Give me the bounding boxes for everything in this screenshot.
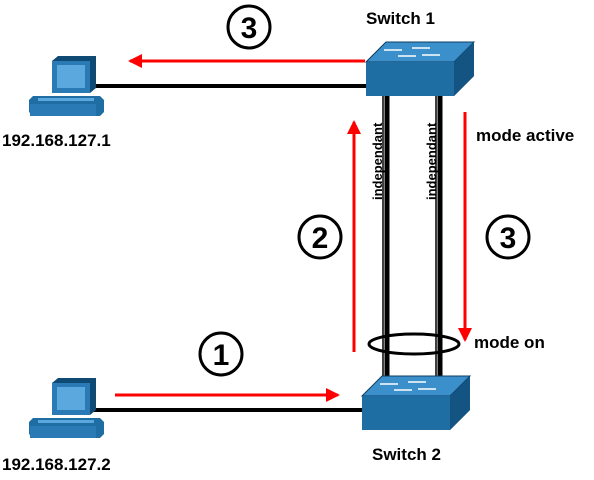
link-a-label: independant [370, 122, 385, 200]
host-2-ip-label: 192.168.127.2 [2, 455, 111, 474]
switch-2-mode-label: mode on [474, 333, 545, 352]
step-3-top-badge: 3 [226, 4, 272, 50]
svg-text:3: 3 [241, 12, 258, 45]
step-2-badge: 2 [297, 214, 343, 260]
host-1-computer-icon [29, 56, 104, 116]
switch-1-mode-label: mode active [476, 126, 574, 145]
switch-1-label: Switch 1 [366, 9, 435, 28]
svg-text:1: 1 [213, 339, 230, 372]
host-1-ip-label: 192.168.127.1 [2, 131, 111, 150]
svg-text:3: 3 [500, 222, 517, 255]
port-channel-ellipse [367, 332, 461, 356]
switch-1-icon [364, 41, 476, 96]
svg-text:2: 2 [312, 222, 329, 255]
step-1-badge: 1 [198, 331, 244, 377]
switch-2-icon [360, 375, 472, 430]
link-b-label: independant [424, 122, 439, 200]
switch-2-label: Switch 2 [372, 445, 441, 464]
host-2-computer-icon [29, 378, 104, 438]
step-3-right-badge: 3 [485, 214, 531, 260]
